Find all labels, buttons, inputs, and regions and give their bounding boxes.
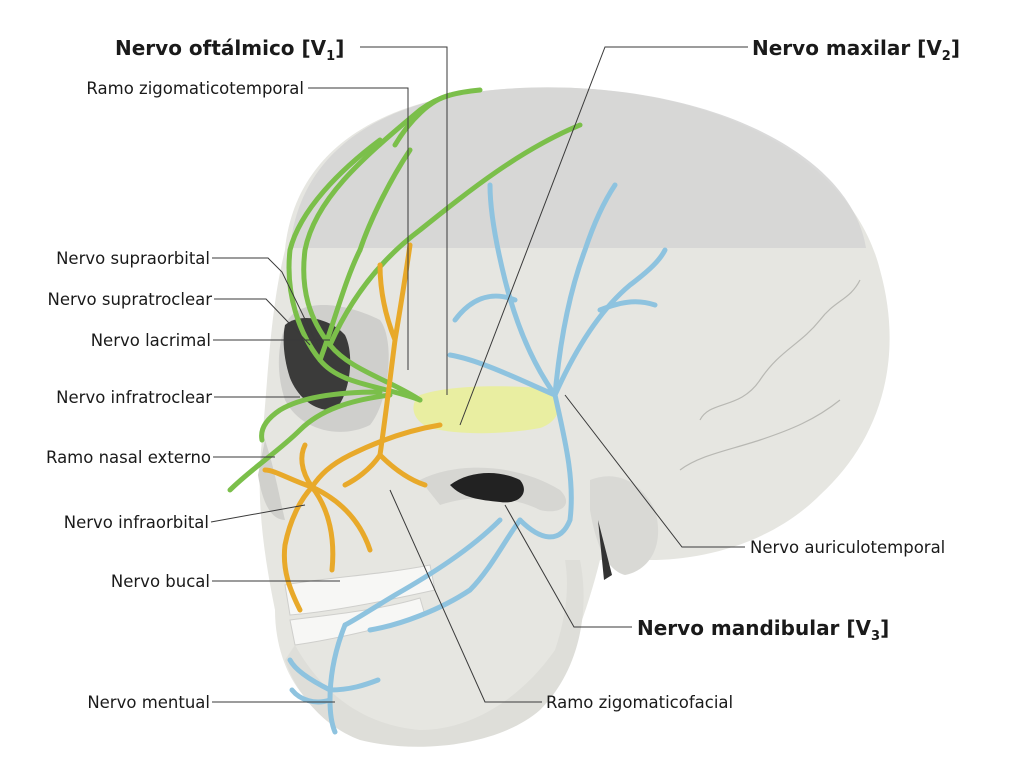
trigeminal-ganglion	[413, 386, 559, 434]
maxillary-nerve-branches	[262, 242, 443, 613]
coronal-suture	[699, 279, 861, 421]
lambdoid-suture	[679, 399, 841, 471]
label-nervo-supraorbital: Nervo supraorbital	[56, 249, 210, 268]
label-nervo-infraorbital: Nervo infraorbital	[64, 513, 209, 532]
label-ramo-zigomaticotemporal: Ramo zigomaticotemporal	[86, 79, 304, 98]
label-nervo-lacrimal: Nervo lacrimal	[91, 331, 211, 350]
styloid	[598, 520, 612, 580]
label-nervo-mentual: Nervo mentual	[87, 693, 210, 712]
title-nervo-mandibular: Nervo mandibular [V3]	[637, 616, 889, 644]
mandible	[285, 560, 584, 747]
leader-lines	[210, 46, 748, 703]
title-nervo-oftalmico: Nervo oftálmico [V1]	[115, 36, 344, 64]
label-nervo-auriculotemporal: Nervo auriculotemporal	[750, 538, 945, 557]
label-nervo-supratroclear: Nervo supratroclear	[48, 290, 213, 309]
title-nervo-maxilar: Nervo maxilar [V2]	[752, 36, 960, 64]
cranium-shadow	[290, 87, 866, 248]
mandibular-nerve-branches	[287, 182, 668, 735]
label-nervo-infratroclear: Nervo infratroclear	[56, 388, 212, 407]
label-ramo-nasal-externo: Ramo nasal externo	[46, 448, 211, 467]
ear-canal	[450, 473, 524, 503]
skull-illustration	[258, 87, 890, 747]
label-nervo-bucal: Nervo bucal	[111, 572, 210, 591]
mastoid	[590, 476, 659, 575]
ophthalmic-nerve-branches	[227, 87, 583, 493]
label-ramo-zigomaticofacial: Ramo zigomaticofacial	[546, 693, 733, 712]
